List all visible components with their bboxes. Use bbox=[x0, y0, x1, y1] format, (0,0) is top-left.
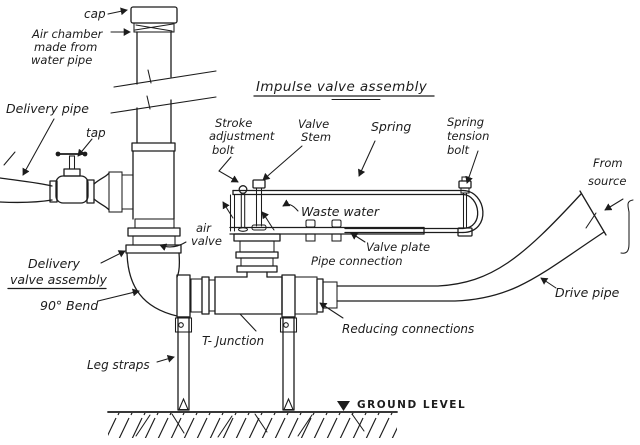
cap-label: cap bbox=[84, 7, 106, 21]
bend-label: 90° Bend bbox=[40, 298, 98, 313]
delivery-valve-leader-arrow bbox=[100, 250, 126, 264]
bell-reducer bbox=[93, 171, 134, 213]
air-chamber-assembly bbox=[110, 6, 217, 254]
delivery-valve-label: Delivery bbox=[28, 256, 80, 271]
air-chamber-label: water pipe bbox=[31, 53, 92, 67]
from-source-leader-arrow bbox=[604, 198, 624, 211]
valve-plate-bolts bbox=[305, 219, 342, 242]
left-leg-foot bbox=[178, 397, 189, 411]
ground bbox=[107, 401, 398, 438]
waste-water-spray-arrow bbox=[222, 201, 234, 219]
drive-pipe-label: Drive pipe bbox=[555, 285, 620, 300]
chamber-body bbox=[132, 150, 175, 220]
waste-water-spray-arrow bbox=[261, 211, 275, 231]
right-leg-foot bbox=[283, 397, 294, 411]
drive-pipe-leader-arrow bbox=[540, 277, 557, 289]
air-chamber-label: made from bbox=[34, 40, 97, 54]
left-leg-post bbox=[177, 316, 190, 411]
leg-straps-leader-arrow bbox=[156, 355, 175, 363]
tension-bolt-leader-arrow bbox=[465, 150, 479, 184]
chamber-flange-joint bbox=[131, 142, 176, 152]
valve-plate-leader-arrow bbox=[350, 232, 366, 243]
tap-spindle bbox=[68, 155, 76, 170]
delivery-valve-threaded-joints bbox=[125, 218, 182, 254]
left-leg bbox=[174, 274, 193, 411]
tap-body bbox=[55, 175, 89, 204]
from-source-label: source bbox=[588, 174, 626, 188]
cap-thread-band bbox=[133, 22, 175, 33]
elbow-90-bend bbox=[126, 252, 181, 317]
labels: cap Air chamber made from water pipe Del… bbox=[6, 7, 626, 411]
cap-leader-arrow bbox=[107, 7, 128, 16]
delivery-pipe-label: Delivery pipe bbox=[6, 101, 89, 116]
reducing-leader-arrow bbox=[319, 302, 344, 319]
valve-stem-leader-arrow bbox=[262, 145, 303, 181]
spring-tension-bolt-shape bbox=[457, 176, 473, 237]
pipe-continuation-squiggle bbox=[620, 199, 634, 254]
tension-bolt-label: Spring bbox=[447, 115, 484, 129]
cap-shape bbox=[130, 6, 178, 24]
stroke-bolt-leader-arrow bbox=[218, 156, 239, 183]
valve-stem-label: Valve bbox=[298, 117, 329, 131]
tap-right-flange bbox=[86, 179, 95, 204]
spring-leader-arrow bbox=[358, 140, 376, 177]
pipe-connection-label: Pipe connection bbox=[311, 254, 403, 268]
air-chamber-label: Air chamber bbox=[31, 27, 104, 41]
valve-stem-label: Stem bbox=[301, 130, 331, 144]
tension-bolt-label: bolt bbox=[447, 143, 470, 157]
valve-stem-shape bbox=[251, 179, 267, 231]
spring-shape bbox=[232, 189, 484, 234]
reducing-connection-right bbox=[294, 276, 338, 315]
bend-leader-arrow bbox=[97, 288, 140, 302]
right-leg-flange bbox=[281, 274, 296, 318]
impulse-valve-assembly bbox=[229, 176, 484, 278]
drive-pipe-end-cut bbox=[579, 190, 607, 236]
air-valve-label: air bbox=[196, 221, 212, 235]
delivery-pipe-leader-arrow bbox=[22, 118, 55, 176]
reducing-connections-label: Reducing connections bbox=[342, 322, 474, 336]
tap-left-flange bbox=[49, 180, 58, 203]
drive-pipe-shape bbox=[336, 190, 634, 302]
pipe-break-marks bbox=[110, 69, 217, 114]
air-valve-label: valve bbox=[191, 234, 222, 248]
valve-base-threaded-stack bbox=[233, 233, 281, 278]
stroke-adjustment-bolt-shape bbox=[237, 185, 249, 232]
waste-water-label: Waste water bbox=[301, 204, 380, 219]
valve-plate-label: Valve plate bbox=[366, 240, 430, 254]
ground-hatching bbox=[108, 413, 397, 438]
tap-leader-arrow bbox=[77, 138, 93, 157]
delivery-pipe-shape bbox=[0, 151, 53, 204]
tap-bonnet bbox=[63, 168, 81, 177]
waste-water-label-arrow bbox=[282, 199, 299, 212]
leader-arrows bbox=[22, 7, 624, 363]
from-source-label: From bbox=[593, 156, 623, 170]
reducing-connection-left bbox=[190, 276, 216, 315]
tap-assembly bbox=[0, 151, 134, 213]
spring-label: Spring bbox=[371, 119, 411, 134]
t-junction-label: T- Junction bbox=[202, 334, 264, 348]
right-leg-post bbox=[282, 316, 295, 411]
air-valve-leader-arrow bbox=[159, 241, 187, 251]
t-junction-leader-line bbox=[239, 313, 257, 332]
right-leg-strap bbox=[279, 317, 298, 333]
ground-hatching-extra bbox=[135, 413, 365, 438]
left-leg-flange bbox=[176, 274, 191, 318]
air-chamber-pipe bbox=[136, 31, 172, 144]
right-leg bbox=[279, 274, 298, 411]
t-junction-body bbox=[214, 276, 283, 315]
tap-label: tap bbox=[86, 126, 106, 140]
ground-level-marker bbox=[337, 401, 350, 411]
stroke-bolt-label: Stroke bbox=[215, 116, 252, 130]
ground-level-label: GROUND LEVEL bbox=[357, 399, 466, 411]
left-leg-strap bbox=[174, 317, 193, 333]
left-end-bracket bbox=[229, 194, 236, 232]
diagram-title: Impulse valve assembly bbox=[256, 79, 428, 95]
stroke-bolt-label: adjustment bbox=[209, 129, 275, 143]
stroke-bolt-label: bolt bbox=[212, 143, 235, 157]
delivery-valve-label: valve assembly bbox=[10, 272, 108, 287]
tension-bolt-label: tension bbox=[447, 129, 489, 143]
leg-straps-label: Leg straps bbox=[87, 358, 150, 372]
